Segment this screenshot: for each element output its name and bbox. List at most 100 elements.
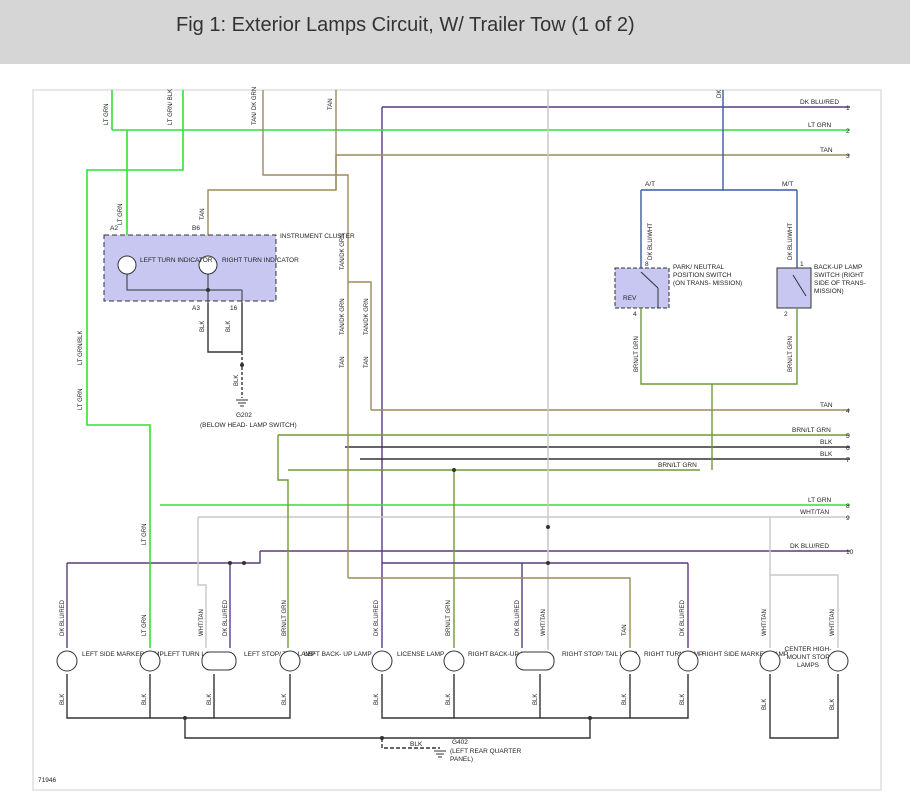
- label-lt-grn-blk: LT GRN/BLK: [78, 331, 84, 365]
- lamp-feed-wires: [66, 435, 839, 648]
- top-wire-tan-dk-grn: TAN/ DK GRN: [252, 87, 258, 125]
- label-lt-grn-lower: LT GRN: [142, 524, 148, 545]
- bu-wire-label: DK BLU/WHT: [788, 223, 794, 260]
- cluster-wire-tan: TAN: [200, 208, 206, 220]
- harness-wires: [112, 90, 850, 650]
- left-turn-indicator-bulb: [117, 255, 137, 275]
- wire-tan-dk-grn-right: [348, 281, 372, 410]
- lamp-name-5: RIGHT BACK-UP LAMP: [468, 651, 538, 658]
- conn-label-1: DK BLU/RED: [800, 99, 839, 106]
- lamp-bot-wire-5: BLK: [446, 694, 452, 705]
- lamp-name-2: LEFT STOP/ TAIL LAMP: [244, 651, 315, 658]
- ground-g402-drop: [381, 738, 440, 749]
- lamp-top-wire-1: LT GRN: [142, 615, 148, 636]
- conn-pin-2: 2: [846, 128, 850, 135]
- lamp-top-wire-8: DK BLU/RED: [680, 599, 686, 636]
- connector-labels: DK BLU/RED 1 LT GRN 2 TAN 3 TAN 4 BRN/LT…: [658, 99, 854, 556]
- cluster-pin-a2: A2: [110, 225, 118, 232]
- pn-pin-top: 8: [645, 261, 649, 268]
- lamp-chmsl: CENTER HIGH- MOUNT STOP LAMPS WHT/TAN WH…: [759, 609, 849, 710]
- conn-pin-5: 5: [846, 433, 850, 440]
- lamp-bot-wire-2: BLK: [207, 694, 213, 705]
- pn-bottom-wire: BRN/LT GRN: [634, 336, 640, 372]
- conn-label-5: BRN/LT GRN: [792, 427, 831, 434]
- lamp-top-wire-4: DK BLU/RED: [374, 599, 380, 636]
- lamp-bot-wire-8: BLK: [680, 694, 686, 705]
- lamp-left-turn: LEFT TURN LAMP LT GRN BLK: [139, 615, 219, 705]
- top-wire-lt-grn: LT GRN: [104, 104, 110, 125]
- figure-title: Fig 1: Exterior Lamps Circuit, W/ Traile…: [176, 14, 635, 36]
- lamp-name-3: LEFT BACK- UP LAMP: [304, 651, 372, 658]
- conn-label-3: TAN: [820, 147, 833, 154]
- label-tan-dk-grn-3: TAN/DK GRN: [364, 298, 370, 335]
- label-lt-grn-side: LT GRN: [78, 389, 84, 410]
- cluster-title: INSTRUMENT CLUSTER: [280, 233, 355, 240]
- g202-name: G202: [236, 412, 252, 419]
- wire-lt-grn-blk-feed: [86, 90, 184, 535]
- pn-rev: REV: [623, 295, 637, 302]
- lamp-right-side-marker: RIGHT SIDE MARKER LAMP DK BLU/RED BLK: [677, 599, 788, 705]
- lamp-top-wire-3: BRN/LT GRN: [282, 600, 288, 636]
- bu-pin-top: 1: [800, 261, 804, 268]
- feed-left-backup: [277, 435, 289, 648]
- conn-pin-7: 7: [846, 457, 850, 464]
- lamp-bot-wire-0: BLK: [60, 694, 66, 705]
- lamp-license: LICENSE LAMP DK BLU/RED BLK: [371, 599, 444, 705]
- top-wire-dk: DK: [717, 90, 723, 98]
- feed-right-stop-dkblu: [382, 562, 688, 648]
- lamp-name-9: CENTER HIGH- MOUNT STOP LAMPS: [784, 646, 832, 669]
- lamp-name-7: RIGHT TURN LAMP: [644, 651, 703, 658]
- splice-dots: [183, 288, 592, 740]
- g202-symbol: [236, 399, 248, 407]
- cluster-pin-16: 16: [230, 305, 238, 312]
- lamp-left-side-marker: LEFT SIDE MARKER LAMP DK BLU/RED BLK: [56, 599, 164, 705]
- label-tan-dk-grn-1: TAN/DK GRN: [340, 233, 346, 270]
- lamp-top-wire2-9: WHT/TAN: [830, 609, 836, 636]
- wire-blk-cluster-loop: [207, 303, 243, 353]
- transmission-switches: A/T M/T DK BLU/WHT DK BLU/WHT REV 8 4 PA…: [614, 181, 866, 470]
- wire-tan-to-b6: [207, 90, 337, 235]
- lamp-top-wire-7: TAN: [622, 624, 628, 636]
- figure-number: 71946: [38, 777, 56, 784]
- ground-left-bus: [66, 674, 382, 739]
- label-tan-dk-grn-2: TAN/DK GRN: [340, 298, 346, 335]
- lamp-name-6: RIGHT STOP/ TAIL LAMP: [562, 651, 638, 658]
- switch-mt-label: M/T: [782, 181, 793, 188]
- lamp-top-wire-9: WHT/TAN: [762, 609, 768, 636]
- ground-right-bus: [381, 674, 689, 739]
- lamp-bot-wire-3: BLK: [282, 694, 288, 705]
- feed-left-stop-whttan: [197, 517, 207, 648]
- g402-desc: (LEFT REAR QUARTER PANEL): [450, 748, 522, 763]
- conn-pin-9: 9: [846, 515, 850, 522]
- lamp-right-stop-tail: RIGHT STOP/ TAIL LAMP DK BLU/RED WHT/TAN…: [515, 599, 638, 705]
- brn-lt-grn-mid-label: BRN/LT GRN: [658, 462, 697, 469]
- feed-chmsl: [769, 517, 839, 648]
- feed-wires: [86, 90, 372, 578]
- lamp-bot-wire-7: BLK: [622, 694, 628, 705]
- conn-pin-4: 4: [846, 408, 850, 415]
- conn-pin-3: 3: [846, 153, 850, 160]
- pn-switch-contacts: [640, 271, 659, 308]
- park-neutral-switch: [614, 267, 670, 309]
- top-wire-tan: TAN: [328, 98, 334, 110]
- conn-pin-10: 10: [846, 549, 854, 556]
- lamp-bot-wire-1: BLK: [142, 694, 148, 705]
- g202-desc: (BELOW HEAD- LAMP SWITCH): [200, 422, 297, 429]
- lamp-name-0: LEFT SIDE MARKER LAMP: [82, 651, 164, 658]
- cluster-right-indicator: RIGHT TURN INDICATOR: [222, 257, 299, 264]
- conn-label-7: BLK: [820, 451, 833, 458]
- lamp-name-4: LICENSE LAMP: [397, 651, 444, 658]
- conn-pin-8: 8: [846, 503, 850, 510]
- lamp-left-backup: LEFT BACK- UP LAMP BRN/LT GRN BLK: [279, 600, 372, 705]
- label-tan-1: TAN: [340, 356, 346, 368]
- conn-pin-6: 6: [846, 445, 850, 452]
- switch-at-label: A/T: [645, 181, 655, 188]
- lamp-top-wire-6: DK BLU/RED: [515, 599, 521, 636]
- g402-symbol: [434, 750, 446, 758]
- lamp-bot-wire-6: BLK: [533, 694, 539, 705]
- ground-chmsl-bus: [769, 674, 839, 739]
- instrument-cluster: INSTRUMENT CLUSTER LEFT TURN INDICATOR R…: [103, 204, 355, 332]
- bu-switch-contacts: [792, 274, 807, 297]
- cluster-left-indicator: LEFT TURN INDICATOR: [140, 257, 213, 264]
